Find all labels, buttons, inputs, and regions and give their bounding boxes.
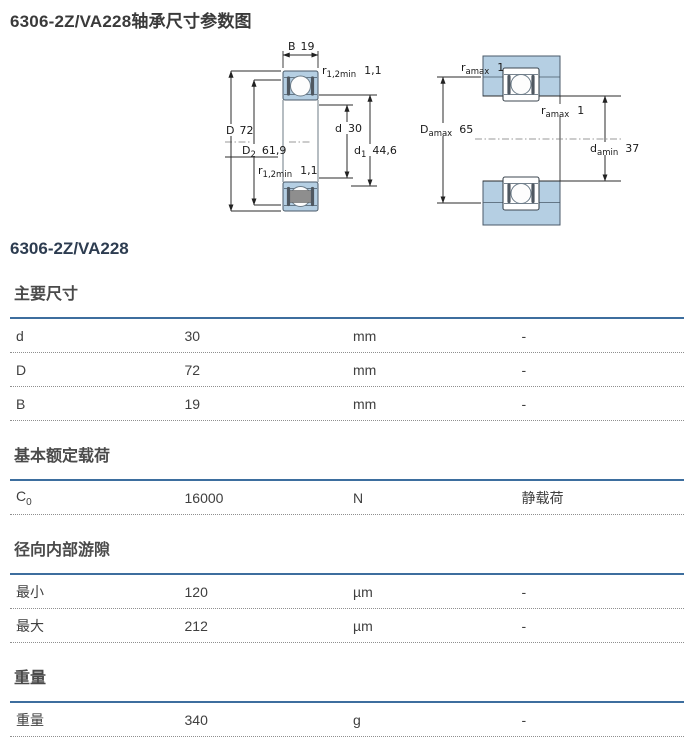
ball: [510, 183, 532, 204]
row-label: 重量: [16, 711, 44, 728]
table-row: 最小 120 µm -: [10, 575, 684, 609]
page-title: 6306-2Z/VA228轴承尺寸参数图: [10, 12, 252, 31]
row-value: 340: [184, 711, 208, 728]
table-weight: 重量 340 g -: [10, 701, 684, 737]
row-note: -: [521, 711, 527, 728]
spec-tables: 主要尺寸 d 30 mm - D 72 mm - B 19 mm - 基本额定载…: [0, 275, 694, 737]
row-unit: mm: [353, 327, 377, 344]
row-label: B: [16, 395, 26, 412]
row-value: 212: [184, 617, 208, 634]
row-unit: µm: [353, 617, 373, 634]
table-row: D 72 mm -: [10, 353, 684, 387]
table-row: B 19 mm -: [10, 387, 684, 421]
row-value: 72: [184, 361, 201, 378]
bearing-top-section: [282, 70, 319, 101]
bearing-top-section: [502, 67, 540, 102]
row-note: 静载荷: [521, 489, 564, 506]
row-value: 30: [184, 327, 201, 344]
bearing-designation: 6306-2Z/VA228: [10, 239, 129, 258]
row-note: -: [521, 583, 527, 600]
row-note: -: [521, 361, 527, 378]
table-basic-load-ratings: C0 16000 N 静载荷: [10, 479, 684, 515]
row-note: -: [521, 395, 527, 412]
table-radial-internal-clearance: 最小 120 µm - 最大 212 µm -: [10, 573, 684, 643]
table-main-dimensions: d 30 mm - D 72 mm - B 19 mm -: [10, 317, 684, 421]
row-note: -: [521, 327, 527, 344]
row-unit: g: [353, 711, 361, 728]
table-row: C0 16000 N 静载荷: [10, 481, 684, 515]
table-row: 最大 212 µm -: [10, 609, 684, 643]
row-label: 最小: [16, 583, 44, 600]
section-heading-basic-load-ratings: 基本额定载荷: [14, 448, 111, 465]
section-heading-main-dimensions: 主要尺寸: [14, 286, 79, 303]
row-value: 16000: [184, 489, 224, 506]
row-note: -: [521, 617, 527, 634]
bearing-bottom-section: [502, 176, 540, 211]
section-heading-weight: 重量: [14, 670, 47, 687]
ball: [290, 75, 311, 97]
bearing-bottom-section: [282, 181, 319, 212]
row-unit: mm: [353, 395, 377, 412]
row-value: 19: [184, 395, 201, 412]
row-unit: N: [353, 489, 364, 506]
section-heading-radial-internal-clearance: 径向内部游隙: [14, 542, 111, 559]
row-label: 最大: [16, 617, 44, 634]
sectioned-ball: [287, 190, 314, 203]
row-label: D: [16, 361, 27, 378]
ball: [510, 74, 532, 95]
row-label: d: [16, 327, 24, 344]
row-value: 120: [184, 583, 208, 600]
row-label: C0: [16, 487, 32, 508]
table-row: d 30 mm -: [10, 319, 684, 353]
row-unit: µm: [353, 583, 373, 600]
row-unit: mm: [353, 361, 377, 378]
table-row: 重量 340 g -: [10, 703, 684, 737]
